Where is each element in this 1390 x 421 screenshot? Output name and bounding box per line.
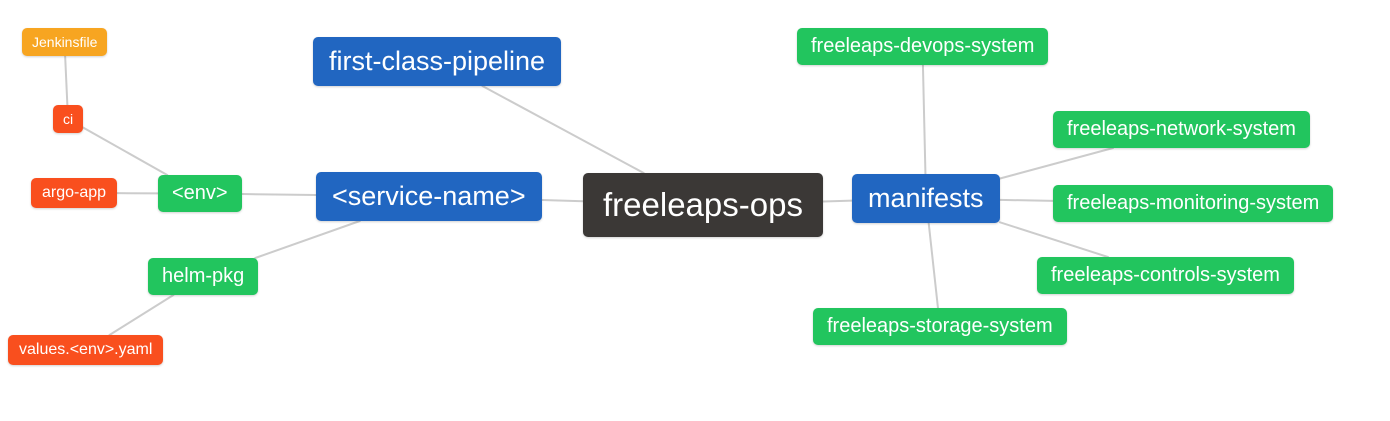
- edge-first-class-pipeline-freeleaps-ops: [481, 85, 645, 174]
- node-helm-pkg[interactable]: helm-pkg: [148, 258, 259, 295]
- edge-service-name-freeleaps-ops: [541, 199, 584, 203]
- node-service-name[interactable]: <service-name>: [316, 172, 542, 222]
- edge-manifests-network-system: [999, 147, 1114, 180]
- edge-ci-env: [82, 126, 169, 176]
- edge-manifests-storage-system: [927, 222, 939, 309]
- node-jenkinsfile[interactable]: Jenkinsfile: [22, 28, 108, 57]
- edge-env-service-name: [241, 193, 317, 197]
- node-first-class-pipeline[interactable]: first-class-pipeline: [313, 37, 562, 87]
- node-controls-system[interactable]: freeleaps-controls-system: [1037, 257, 1294, 294]
- edge-manifests-controls-system: [999, 221, 1109, 258]
- node-freeleaps-ops[interactable]: freeleaps-ops: [583, 173, 823, 237]
- edge-values-env-yaml-helm-pkg: [108, 294, 175, 336]
- edge-jenkinsfile-ci: [64, 55, 69, 106]
- edge-manifests-monitoring-system: [999, 198, 1054, 202]
- node-ci[interactable]: ci: [53, 105, 84, 134]
- edge-helm-pkg-service-name: [254, 220, 361, 259]
- node-storage-system[interactable]: freeleaps-storage-system: [813, 308, 1067, 345]
- node-devops-system[interactable]: freeleaps-devops-system: [797, 28, 1049, 65]
- node-network-system[interactable]: freeleaps-network-system: [1053, 111, 1310, 148]
- edge-freeleaps-ops-manifests: [822, 199, 853, 203]
- node-env[interactable]: <env>: [158, 175, 242, 212]
- node-values-env-yaml[interactable]: values.<env>.yaml: [8, 335, 164, 366]
- node-monitoring-system[interactable]: freeleaps-monitoring-system: [1053, 185, 1334, 222]
- edge-manifests-devops-system: [921, 64, 927, 175]
- node-argo-app[interactable]: argo-app: [31, 178, 118, 209]
- node-manifests[interactable]: manifests: [852, 174, 1000, 224]
